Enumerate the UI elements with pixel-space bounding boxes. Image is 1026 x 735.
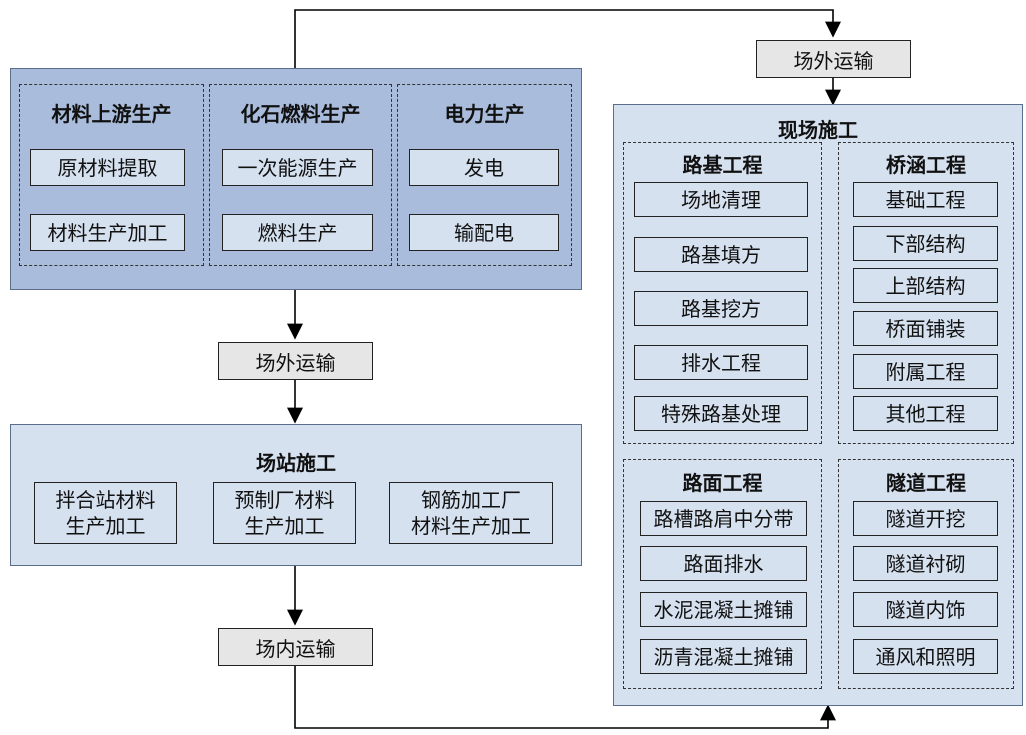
pavement-group [623, 459, 822, 689]
bridge-item-other: 其他工程 [853, 396, 998, 431]
subgrade-item-drainage: 排水工程 [634, 345, 808, 380]
material-item-raw-extraction: 原材料提取 [30, 149, 185, 186]
material-group-title: 材料上游生产 [51, 102, 172, 126]
bridge-item-superstructure: 上部结构 [853, 268, 998, 303]
tunnel-item-lining: 隧道衬砌 [853, 546, 998, 581]
tunnel-item-ventilation-lighting: 通风和照明 [853, 639, 998, 674]
material-group [19, 84, 204, 266]
pavement-item-cement-concrete: 水泥混凝土摊铺 [640, 592, 807, 627]
pavement-item-asphalt-concrete: 沥青混凝土摊铺 [640, 639, 807, 674]
material-item-processing: 材料生产加工 [30, 214, 185, 251]
station-item-mixing-plant: 拌合站材料 生产加工 [34, 482, 177, 544]
subgrade-title: 路基工程 [682, 153, 763, 177]
station-item-precast-plant-line2: 生产加工 [244, 514, 325, 538]
power-item-distribution: 输配电 [409, 214, 559, 251]
connector-bottom-transport-to-site [294, 666, 836, 729]
fossil-group-title: 化石燃料生产 [240, 102, 361, 126]
site-title: 现场施工 [778, 118, 858, 142]
fossil-item-fuel: 燃料生产 [222, 214, 373, 251]
station-item-precast-plant: 预制厂材料 生产加工 [213, 482, 356, 544]
pavement-item-shoulder-median: 路槽路肩中分带 [640, 501, 807, 536]
power-group-title: 电力生产 [444, 102, 525, 126]
bridge-title: 桥涵工程 [886, 153, 966, 177]
tunnel-title: 隧道工程 [886, 471, 966, 495]
bridge-item-foundation: 基础工程 [853, 182, 998, 217]
pavement-title: 路面工程 [682, 471, 763, 495]
fossil-item-primary-energy: 一次能源生产 [222, 149, 373, 186]
tunnel-group [838, 459, 1014, 689]
tunnel-item-excavation: 隧道开挖 [853, 501, 998, 536]
station-item-rebar-plant-line1: 钢筋加工厂 [421, 488, 521, 512]
bridge-group [838, 142, 1014, 444]
tunnel-item-interior: 隧道内饰 [853, 592, 998, 627]
transport-onsite-bottom: 场内运输 [218, 628, 373, 666]
pavement-item-drainage: 路面排水 [640, 546, 807, 581]
subgrade-item-fill: 路基填方 [634, 237, 808, 272]
power-group [397, 84, 572, 266]
bridge-item-ancillary: 附属工程 [853, 354, 998, 389]
connector-upstream-to-top-transport [294, 9, 841, 68]
station-item-rebar-plant: 钢筋加工厂 材料生产加工 [389, 482, 553, 544]
subgrade-item-site-clearing: 场地清理 [634, 182, 808, 217]
bridge-item-substructure: 下部结构 [853, 226, 998, 261]
bridge-item-deck-paving: 桥面铺装 [853, 311, 998, 346]
station-title: 场站施工 [256, 451, 336, 475]
station-item-rebar-plant-line2: 材料生产加工 [411, 514, 531, 538]
subgrade-group [623, 142, 822, 444]
fossil-group [209, 84, 392, 266]
power-item-generation: 发电 [409, 149, 559, 186]
subgrade-item-special-treatment: 特殊路基处理 [634, 396, 808, 431]
transport-offsite-top: 场外运输 [756, 40, 911, 78]
subgrade-item-excavation: 路基挖方 [634, 291, 808, 326]
station-item-precast-plant-line1: 预制厂材料 [234, 488, 335, 512]
transport-offsite-mid: 场外运输 [218, 342, 373, 380]
station-item-mixing-plant-line2: 生产加工 [65, 514, 146, 538]
station-item-mixing-plant-line1: 拌合站材料 [55, 488, 156, 512]
